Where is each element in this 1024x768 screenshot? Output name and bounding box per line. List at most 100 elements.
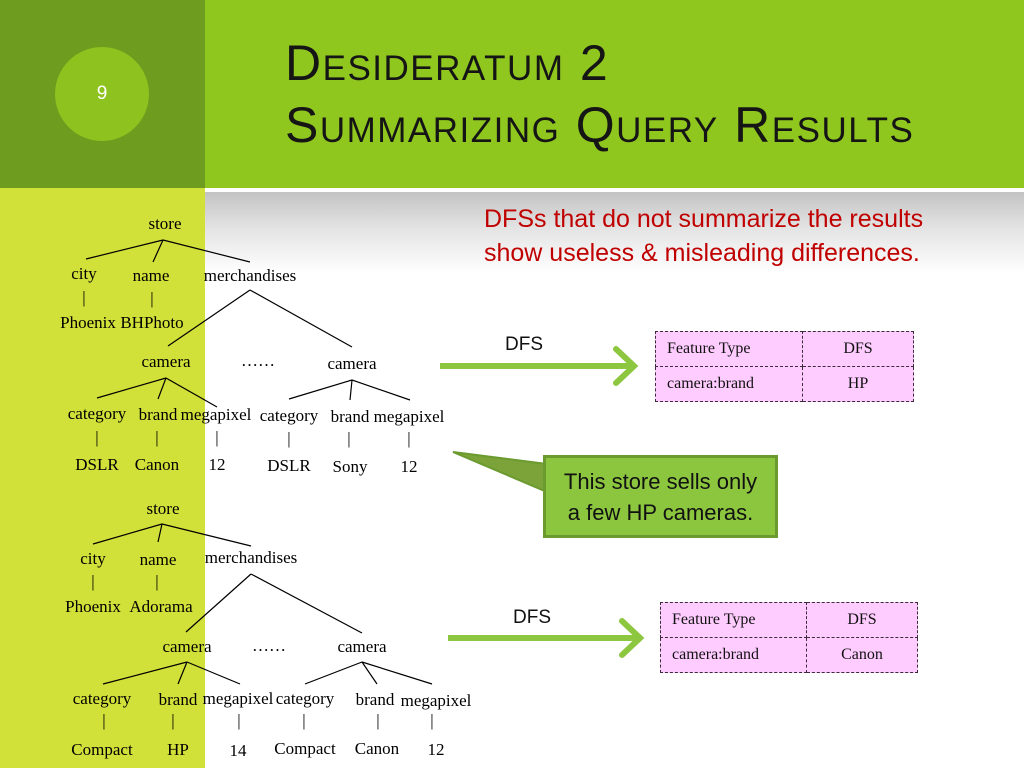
tree-ellipsis: ……	[241, 351, 275, 370]
tree-edge	[167, 289, 251, 347]
tree-connector: |	[376, 711, 379, 730]
tree-edge	[186, 661, 241, 685]
tree-feature-value: DSLR	[267, 456, 311, 475]
tree-attribute-label: city	[71, 264, 97, 283]
slide-title-line-1: Desideratum 2	[285, 35, 610, 91]
tree-connector: |	[302, 711, 305, 730]
tree-edge	[249, 289, 353, 348]
tree-edge	[157, 523, 163, 543]
tree-feature-value: Canon	[355, 739, 400, 758]
table-header-dfs: DFS	[802, 331, 914, 367]
tree-edge	[185, 573, 252, 633]
table-row: camera:brand HP	[655, 366, 914, 402]
tree-feature-label: category	[260, 406, 319, 425]
tree-edge	[157, 377, 167, 400]
tree-feature-value: Canon	[135, 455, 180, 474]
sidebar-panel	[0, 188, 205, 768]
tree-feature-value: HP	[167, 740, 189, 759]
tree-connector: |	[155, 428, 158, 447]
tree-edge	[165, 377, 218, 408]
tree-edge	[92, 523, 163, 545]
tree-root-store: store	[146, 499, 179, 518]
callout-text-line-2: a few HP cameras.	[567, 500, 754, 525]
tree-feature-label: brand	[159, 690, 198, 709]
tree-item-label: camera	[162, 637, 212, 656]
tree-item-label: camera	[337, 637, 387, 656]
table-header-dfs: DFS	[806, 602, 918, 638]
dfs-arrow-label: DFS	[505, 334, 543, 355]
tree-feature-value: Compact	[274, 739, 336, 758]
tree-feature-label: megapixel	[374, 407, 445, 426]
callout-text-line-1: This store sells only	[563, 469, 758, 494]
tree-connector: |	[347, 429, 350, 448]
tree-connector: |	[95, 428, 98, 447]
header-shadow	[205, 192, 1024, 274]
tree-edges	[85, 239, 411, 408]
dfs-arrow-2: DFS	[448, 607, 645, 658]
tree-attribute-label: city	[80, 549, 106, 568]
tree-feature-label: megapixel	[203, 689, 274, 708]
slide-title-line-2: Summarizing Query Results	[285, 97, 915, 153]
tree-edge	[361, 661, 433, 685]
tree-feature-label: category	[276, 689, 335, 708]
tree-connector: |	[215, 428, 218, 447]
tree-connector: |	[287, 429, 290, 448]
tree-edge	[351, 379, 411, 401]
tree-feature-label: brand	[356, 690, 395, 709]
tree-feature-label: category	[68, 404, 127, 423]
slide-number-badge: 9	[55, 47, 149, 141]
dfs-arrow-label: DFS	[513, 607, 551, 628]
arrow-head-icon	[619, 618, 645, 658]
tree-edge	[161, 523, 252, 547]
tree-feature-value: 12	[428, 740, 445, 759]
tree-connector: |	[407, 429, 410, 448]
tree-attribute-value: Phoenix	[60, 313, 116, 332]
note-text-line-2: show useless & misleading differences.	[484, 239, 920, 267]
slide-number: 9	[96, 83, 108, 104]
arrow-head-icon	[613, 346, 639, 386]
table-header-row: Feature Type DFS	[660, 602, 918, 638]
tree-edge	[177, 661, 188, 685]
table-row: camera:brand Canon	[660, 637, 918, 673]
header-bar	[205, 0, 1024, 188]
tree-attribute-label: name	[140, 550, 177, 569]
dfs-arrow-1: DFS	[440, 334, 639, 386]
tree-feature-label: megapixel	[181, 405, 252, 424]
table-cell-dfs-value: HP	[802, 366, 914, 402]
tree-connector: |	[171, 711, 174, 730]
table-header-feature-type: Feature Type	[660, 602, 807, 638]
tree-connector: |	[430, 711, 433, 730]
tree-edge	[288, 379, 353, 400]
dfs-table-1: Feature Type DFS camera:brand HP	[655, 331, 914, 402]
tree-edge	[349, 379, 353, 401]
tree-ellipsis: ……	[252, 636, 286, 655]
tree-edges	[92, 523, 433, 685]
tree-feature-value: 12	[401, 457, 418, 476]
tree-feature-value: 14	[230, 741, 248, 760]
tree-feature-label: category	[73, 689, 132, 708]
tree-edge	[162, 239, 251, 263]
tree-collection-label: merchandises	[205, 548, 298, 567]
tree-edge	[85, 239, 164, 260]
tree-feature-label: megapixel	[401, 691, 472, 710]
tree-feature-value: Sony	[333, 457, 368, 476]
table-cell-feature-type: camera:brand	[655, 366, 803, 402]
tree-feature-label: brand	[331, 407, 370, 426]
table-header-row: Feature Type DFS	[655, 331, 914, 367]
dfs-table-2: Feature Type DFS camera:brand Canon	[660, 602, 918, 673]
tree-connector: |	[150, 289, 153, 308]
tree-attribute-value: Adorama	[129, 597, 193, 616]
tree-edge	[304, 661, 363, 685]
tree-attribute-value: Phoenix	[65, 597, 121, 616]
tree-item-label: camera	[141, 352, 191, 371]
tree-edge	[102, 661, 188, 685]
tree-edge	[250, 573, 363, 634]
table-cell-feature-type: camera:brand	[660, 637, 807, 673]
tree-attribute-value: BHPhoto	[120, 313, 183, 332]
table-header-feature-type: Feature Type	[655, 331, 803, 367]
tree-edge	[96, 377, 167, 399]
tree-attribute-label: name	[133, 266, 170, 285]
tree-edge	[361, 661, 378, 685]
